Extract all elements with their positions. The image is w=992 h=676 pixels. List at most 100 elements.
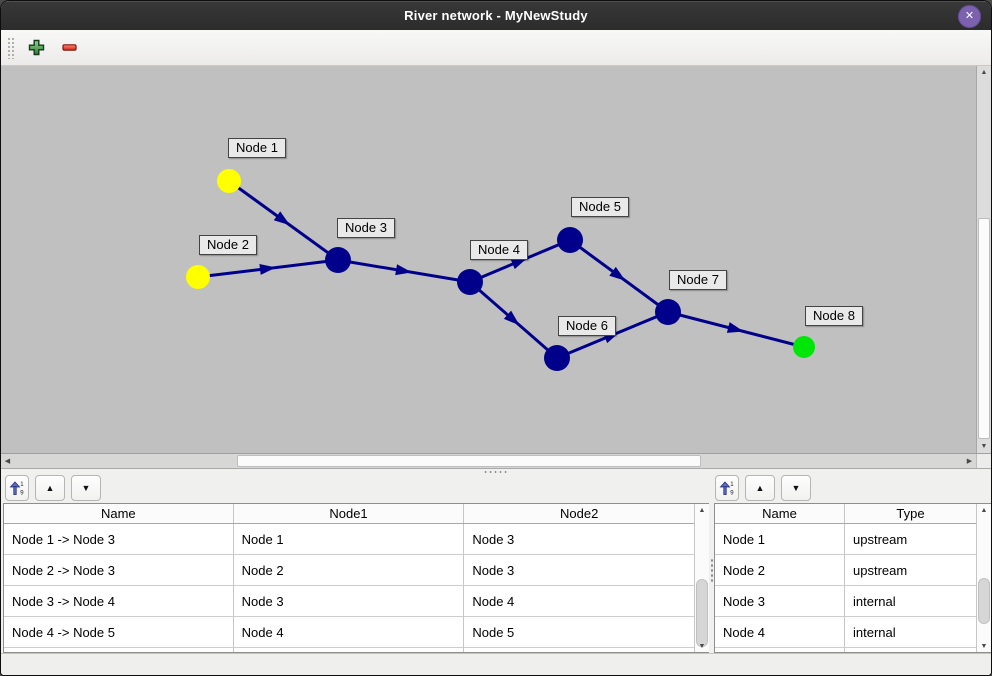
- column-header-node2[interactable]: Node2: [560, 506, 599, 521]
- edge-arrow-icon: [395, 264, 412, 276]
- scroll-left-icon[interactable]: ◀: [4, 458, 11, 465]
- column-header-node1[interactable]: Node1: [234, 504, 465, 523]
- down-arrow-icon: ▼: [81, 483, 91, 493]
- canvas-hscroll-thumb[interactable]: [237, 455, 701, 467]
- table-row[interactable]: Node 4 internal: [715, 617, 976, 648]
- cell-name[interactable]: Node 2 -> Node 3: [4, 555, 234, 585]
- svg-text:1: 1: [20, 482, 24, 488]
- sort-icon: 1 9: [9, 481, 24, 496]
- network-node-internal[interactable]: [457, 269, 483, 295]
- cell-name[interactable]: Node 2: [715, 555, 846, 585]
- network-node-internal[interactable]: [325, 247, 351, 273]
- window-title: River network - MyNewStudy: [404, 8, 588, 23]
- nodes-table-toolbar: 1 9 ▲ ▼: [715, 475, 817, 501]
- cell-type[interactable]: internal: [853, 624, 896, 640]
- cell-name[interactable]: Node 4 -> Node 5: [4, 617, 234, 647]
- network-node-downstream[interactable]: [793, 336, 815, 358]
- cell-node2[interactable]: Node 3: [472, 562, 515, 578]
- cell-node1[interactable]: Node 4: [234, 617, 465, 647]
- canvas-vertical-scrollbar[interactable]: ▲ ▼: [976, 66, 991, 453]
- links-table-scrollbar[interactable]: ▲ ▼: [694, 504, 709, 652]
- cell-node1[interactable]: Node 2: [234, 555, 465, 585]
- edge-arrow-icon: [726, 322, 744, 333]
- column-header-type[interactable]: Type: [896, 506, 925, 521]
- table-row[interactable]: Node 1 upstream: [715, 524, 976, 555]
- node-label[interactable]: Node 3: [337, 218, 395, 238]
- table-row[interactable]: Node 1 -> Node 3 Node 1 Node 3: [4, 524, 694, 555]
- up-arrow-icon: ▲: [45, 483, 55, 493]
- cell-node2[interactable]: Node 4: [472, 593, 515, 609]
- cell-name[interactable]: Node 1 -> Node 3: [4, 524, 234, 554]
- node-label[interactable]: Node 7: [669, 270, 727, 290]
- add-node-button[interactable]: [23, 35, 49, 61]
- svg-text:9: 9: [20, 491, 24, 496]
- svg-text:1: 1: [730, 482, 734, 488]
- node-label[interactable]: Node 6: [558, 316, 616, 336]
- down-arrow-icon: ▼: [791, 483, 801, 493]
- table-row[interactable]: Node 2 upstream: [715, 555, 976, 586]
- horizontal-splitter[interactable]: [1, 468, 991, 473]
- cell-name[interactable]: Node 3 -> Node 4: [4, 586, 234, 616]
- scroll-up-icon[interactable]: ▲: [698, 506, 706, 514]
- tables-toolbar-row: 1 9 ▲ ▼ 1 9 ▲ ▼: [1, 473, 991, 503]
- links-move-up-button[interactable]: ▲: [35, 475, 65, 501]
- table-row-partial[interactable]: [715, 648, 976, 652]
- nodes-move-up-button[interactable]: ▲: [745, 475, 775, 501]
- close-button[interactable]: ✕: [958, 5, 981, 28]
- titlebar[interactable]: River network - MyNewStudy ✕: [1, 1, 991, 30]
- scroll-down-icon[interactable]: ▼: [698, 642, 706, 650]
- links-scroll-thumb[interactable]: [696, 579, 708, 647]
- node-label[interactable]: Node 2: [199, 235, 257, 255]
- toolbar-grip-icon[interactable]: [7, 36, 15, 59]
- nodes-sort-button[interactable]: 1 9: [715, 475, 739, 501]
- network-node-internal[interactable]: [655, 299, 681, 325]
- scroll-down-icon[interactable]: ▼: [980, 443, 988, 450]
- canvas-vscroll-thumb[interactable]: [978, 218, 990, 439]
- vertical-splitter[interactable]: [709, 503, 714, 653]
- cell-node2[interactable]: Node 3: [472, 531, 515, 547]
- cell-type[interactable]: internal: [853, 593, 896, 609]
- scroll-up-icon[interactable]: ▲: [980, 69, 988, 76]
- table-row[interactable]: Node 3 internal: [715, 586, 976, 617]
- close-icon: ✕: [964, 10, 975, 22]
- canvas-band: Node 1 Node 2 Node 3 Node 4 Node 5 Node 6 Node…: [1, 66, 991, 453]
- table-row[interactable]: Node 2 -> Node 3 Node 2 Node 3: [4, 555, 694, 586]
- cell-node2[interactable]: Node 5: [472, 624, 515, 640]
- scroll-down-icon[interactable]: ▼: [980, 642, 988, 650]
- canvas-horizontal-scrollbar[interactable]: ◀ ▶: [1, 453, 991, 468]
- table-row[interactable]: Node 3 -> Node 4 Node 3 Node 4: [4, 586, 694, 617]
- cell-name[interactable]: Node 3: [715, 586, 846, 616]
- cell-node1[interactable]: Node 3: [234, 586, 465, 616]
- edge-arrow-icon: [259, 264, 276, 275]
- scrollbar-corner: [976, 454, 991, 468]
- network-node-internal[interactable]: [544, 345, 570, 371]
- node-label[interactable]: Node 4: [470, 240, 528, 260]
- edge-arrow-icon: [510, 257, 528, 270]
- cell-type[interactable]: upstream: [853, 531, 908, 547]
- table-row-partial[interactable]: [4, 648, 694, 652]
- links-move-down-button[interactable]: ▼: [71, 475, 101, 501]
- cell-name[interactable]: Node 4: [715, 617, 846, 647]
- column-header-name[interactable]: Name: [715, 504, 845, 523]
- table-row[interactable]: Node 4 -> Node 5 Node 4 Node 5: [4, 617, 694, 648]
- node-label[interactable]: Node 8: [805, 306, 863, 326]
- nodes-move-down-button[interactable]: ▼: [781, 475, 811, 501]
- scroll-right-icon[interactable]: ▶: [966, 458, 973, 465]
- nodes-table-scrollbar[interactable]: ▲ ▼: [976, 504, 991, 652]
- remove-node-button[interactable]: [56, 35, 82, 61]
- cell-name[interactable]: Node 1: [715, 524, 846, 554]
- node-label[interactable]: Node 5: [571, 197, 629, 217]
- links-sort-button[interactable]: 1 9: [5, 475, 29, 501]
- scroll-up-icon[interactable]: ▲: [980, 506, 988, 514]
- nodes-scroll-thumb[interactable]: [978, 578, 990, 624]
- network-canvas[interactable]: Node 1 Node 2 Node 3 Node 4 Node 5 Node 6 Node…: [1, 66, 976, 453]
- network-node-internal[interactable]: [557, 227, 583, 253]
- cell-type[interactable]: upstream: [853, 562, 908, 578]
- network-svg: [186, 169, 815, 371]
- network-node-upstream[interactable]: [186, 265, 210, 289]
- splitter-grip-icon: [483, 470, 509, 473]
- column-header-name[interactable]: Name: [4, 504, 234, 523]
- network-node-upstream[interactable]: [217, 169, 241, 193]
- node-label[interactable]: Node 1: [228, 138, 286, 158]
- cell-node1[interactable]: Node 1: [234, 524, 465, 554]
